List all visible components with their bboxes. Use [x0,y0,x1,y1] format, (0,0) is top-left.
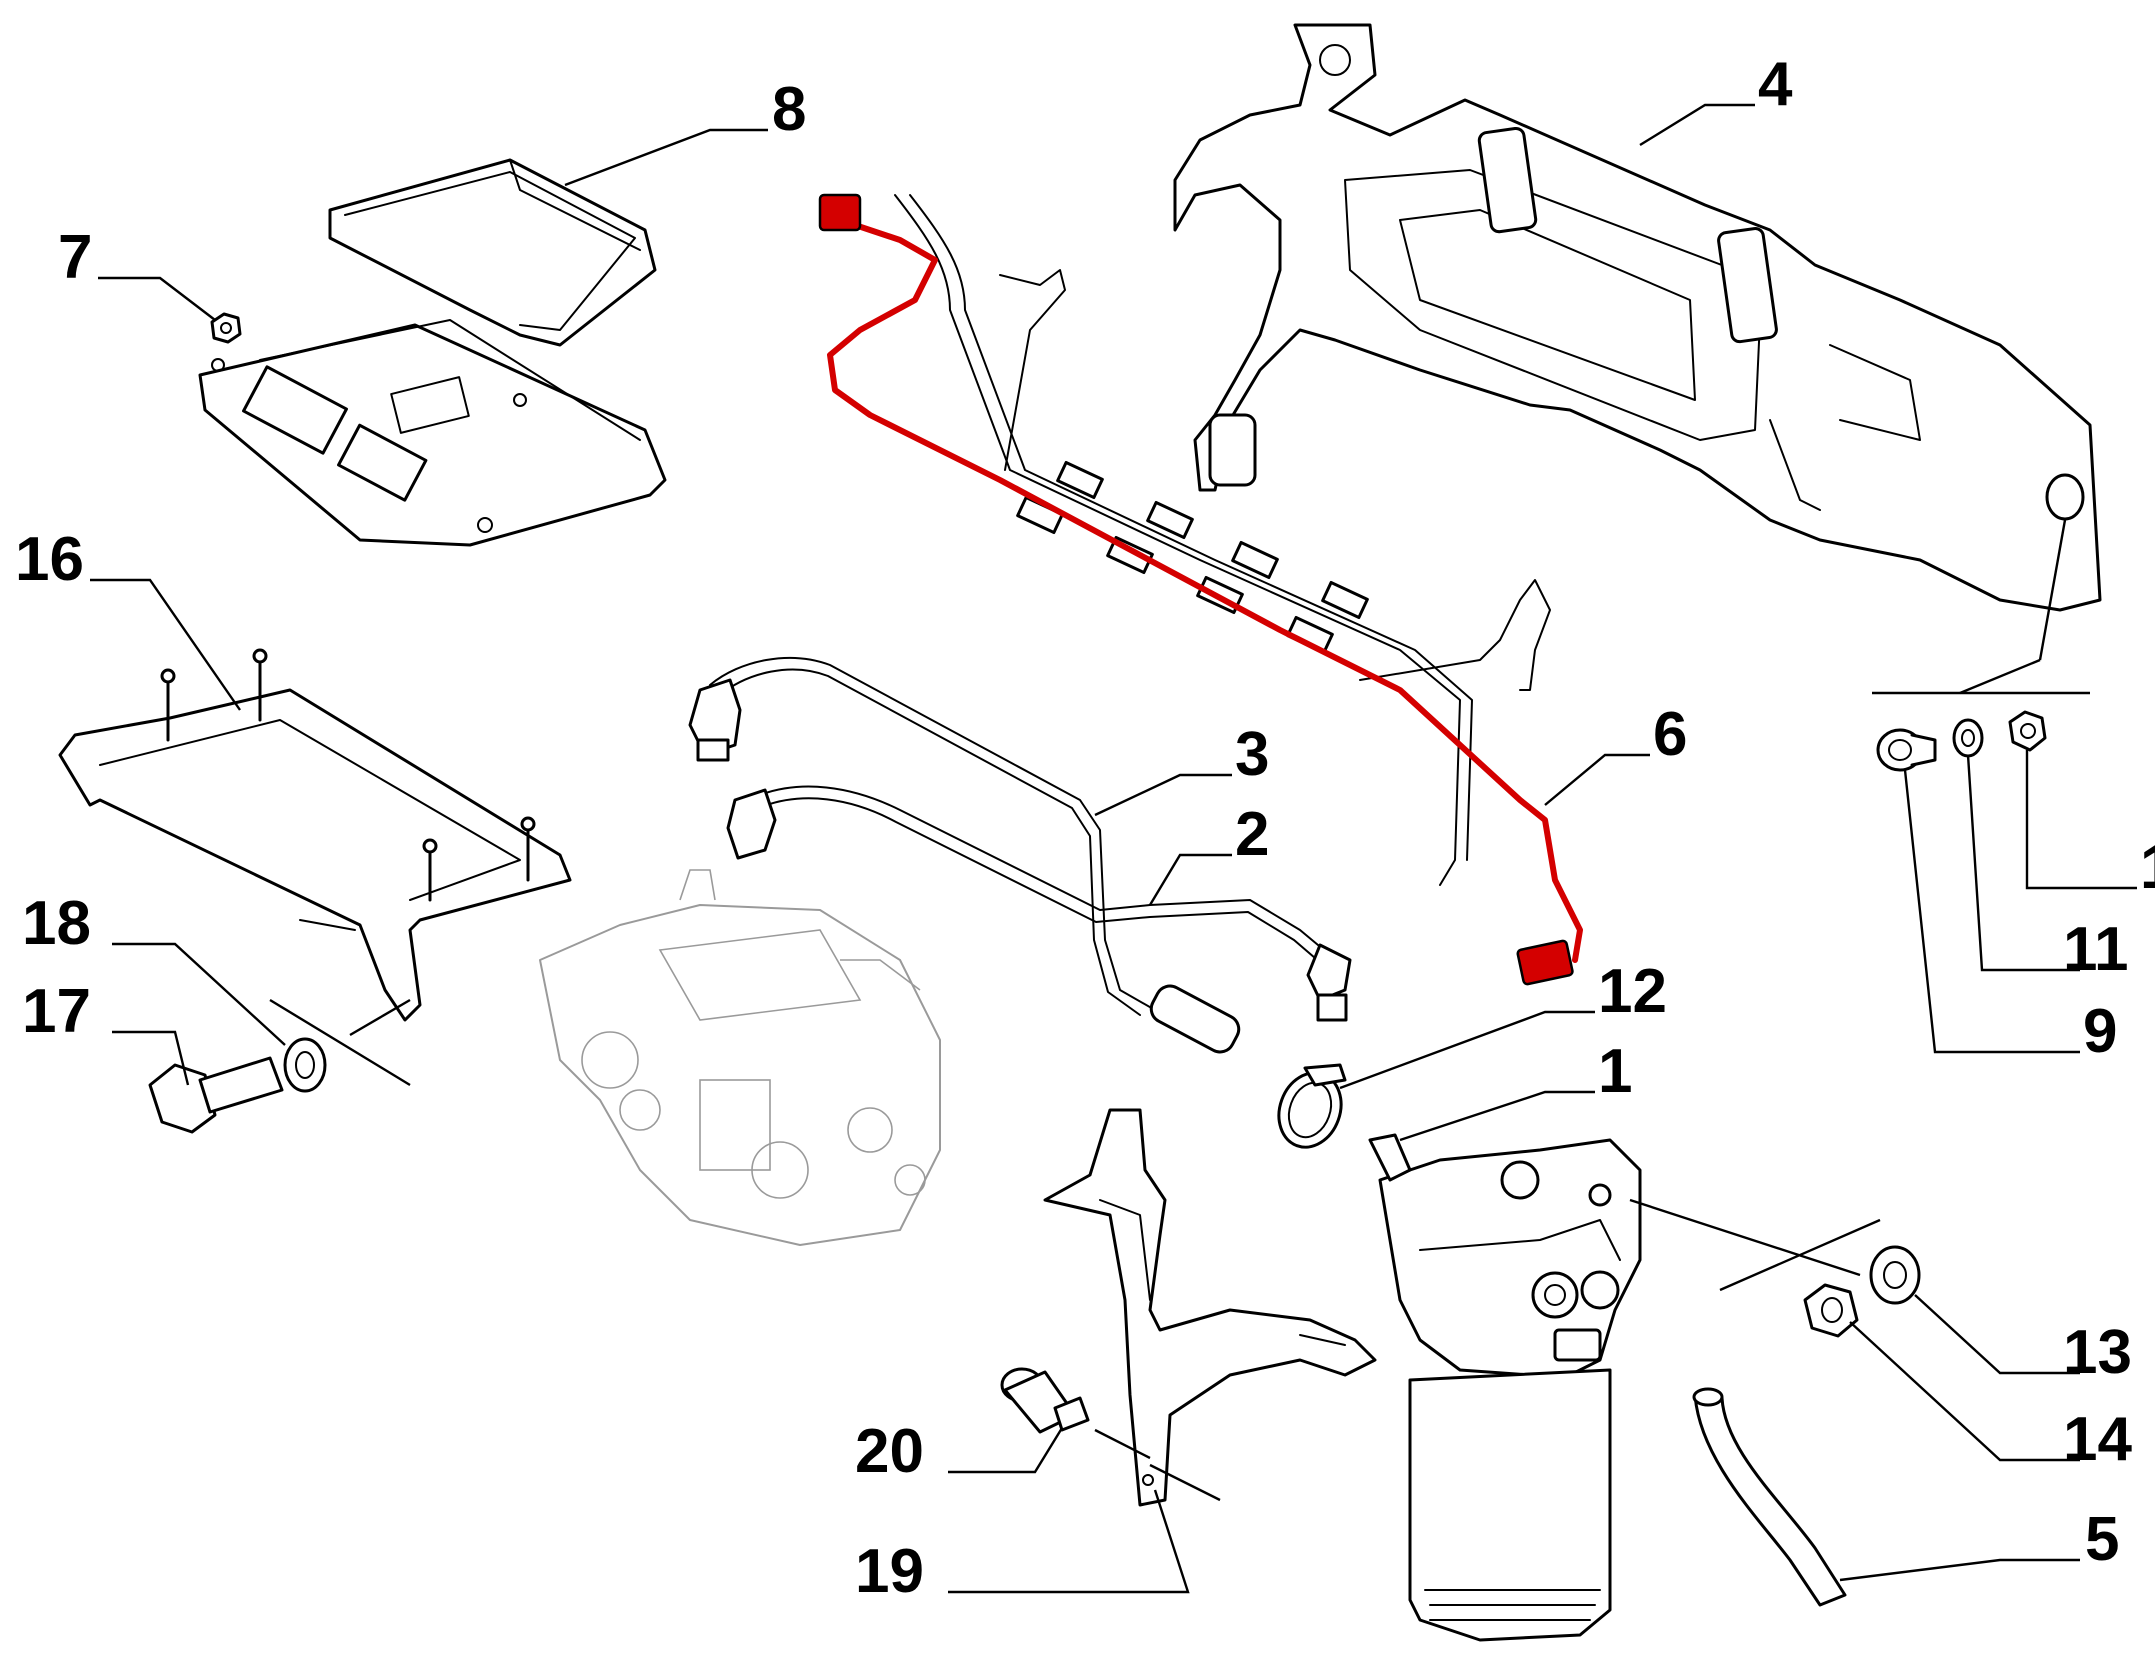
callout-labels: 1 2 3 4 5 6 7 8 9 10 11 12 13 14 16 17 1… [15,50,2155,1606]
callout-3: 3 [1235,720,1269,789]
callout-17: 17 [22,977,91,1046]
fuel-pipe-part[interactable] [688,656,1244,1057]
callout-16: 16 [15,525,84,594]
callout-18: 18 [22,889,91,958]
spacer-washer-part[interactable] [1952,718,1984,758]
ecu-cover-part[interactable] [328,158,657,347]
callout-8: 8 [772,75,806,144]
hose-clamp-part[interactable] [1269,1063,1351,1156]
bush-part[interactable] [1876,728,1937,772]
callout-12: 12 [1598,957,1667,1026]
callout-4: 4 [1758,50,1793,119]
ecu-unit-part [198,319,667,547]
washer-13-part[interactable] [1869,1245,1921,1305]
callout-19: 19 [855,1537,924,1606]
injector-rail-part [894,194,1551,886]
leader-lines [90,103,2137,1594]
nut-14-part[interactable] [1803,1283,1859,1338]
callout-20: 20 [855,1417,924,1486]
callout-10: 10 [2140,833,2155,902]
return-pipe-part[interactable] [726,785,1352,1022]
screw-part[interactable] [1000,1367,1090,1434]
callout-9: 9 [2083,997,2117,1066]
nut-part[interactable] [210,312,242,344]
support-bracket-part[interactable] [58,648,572,1022]
injection-pump-ghost [539,869,941,1246]
washer-part[interactable] [283,1037,327,1093]
callout-7: 7 [58,223,92,292]
fuel-hose-part[interactable] [1692,1387,1847,1607]
bolt-part[interactable] [148,1056,284,1134]
callout-6: 6 [1653,700,1687,769]
mounting-bracket-part[interactable] [1173,23,2102,612]
nut-10-part[interactable] [2008,710,2047,752]
filter-bracket-part[interactable] [1043,1108,1377,1507]
callout-11: 11 [2063,915,2129,984]
wiring-harness-part[interactable] [818,193,1583,986]
callout-2: 2 [1235,800,1269,869]
callout-13: 13 [2063,1318,2132,1387]
fuel-filter-part[interactable] [1368,1133,1642,1642]
callout-5: 5 [2085,1505,2119,1574]
callout-14: 14 [2063,1405,2132,1474]
callout-1: 1 [1598,1037,1632,1106]
